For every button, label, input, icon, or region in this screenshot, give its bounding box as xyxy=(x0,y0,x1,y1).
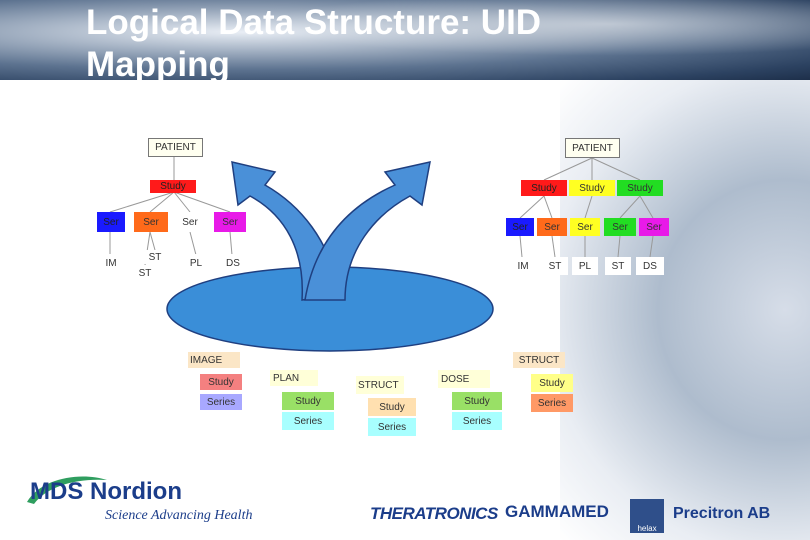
dose-study-box: Study xyxy=(452,392,502,410)
image-series-box: Series xyxy=(200,394,242,410)
right-study-box-2: Study xyxy=(569,180,615,196)
mds-nordion-logo: MDS Nordion xyxy=(30,478,182,505)
precitron-logo: Precitron AB xyxy=(673,505,771,522)
right-series-box-1: Ser xyxy=(506,218,534,236)
left-leaf-ds: DS xyxy=(220,254,246,272)
struct-mid-object-label: STRUCT xyxy=(356,376,404,394)
plan-series-box: Series xyxy=(282,412,334,430)
image-study-box: Study xyxy=(200,374,242,390)
right-leaf-im: IM xyxy=(509,257,537,275)
mds-swoosh-icon xyxy=(27,476,107,504)
right-study-box-3: Study xyxy=(617,180,663,196)
plan-object-label: PLAN xyxy=(270,370,318,386)
left-series-box-4: Ser xyxy=(214,212,246,232)
right-leaf-st-2: ST xyxy=(605,257,631,275)
image-object-label: IMAGE xyxy=(188,352,240,368)
right-leaf-ds: DS xyxy=(636,257,664,275)
left-series-box-1: Ser xyxy=(97,212,125,232)
dose-series-box: Series xyxy=(452,412,502,430)
right-series-box-5: Ser xyxy=(639,218,669,236)
plan-study-box: Study xyxy=(282,392,334,410)
struct-right-series-box: Series xyxy=(531,394,573,412)
page-title: Logical Data Structure: UID Mapping xyxy=(86,3,542,80)
theratronics-logo: THERATRONICS xyxy=(370,504,498,523)
helax-logo: helax xyxy=(630,499,664,533)
left-curved-arrow xyxy=(231,161,341,301)
title-banner xyxy=(0,0,810,80)
dose-object-label: DOSE xyxy=(438,370,490,388)
left-series-box-2: Ser xyxy=(134,212,168,232)
left-leaf-pl: PL xyxy=(183,254,209,272)
left-leaf-st-1: ST xyxy=(143,250,167,264)
right-series-box-2: Ser xyxy=(537,218,567,236)
struct-mid-series-box: Series xyxy=(368,418,416,436)
left-patient-box: PATIENT xyxy=(148,138,203,157)
right-patient-box: PATIENT xyxy=(565,138,620,158)
right-leaf-pl: PL xyxy=(572,257,598,275)
left-study-box: Study xyxy=(150,180,196,193)
right-curved-arrow xyxy=(304,161,431,301)
struct-right-object-label: STRUCT xyxy=(513,352,565,368)
right-leaf-st-1: ST xyxy=(542,257,568,275)
left-series-box-3: Ser xyxy=(174,212,206,232)
gammamed-logo: GAMMAMED xyxy=(505,502,609,521)
left-leaf-im: IM xyxy=(98,254,124,272)
left-leaf-st-2: ST xyxy=(133,265,157,281)
struct-mid-study-box: Study xyxy=(368,398,416,416)
right-study-box-1: Study xyxy=(521,180,567,196)
mds-tagline: Science Advancing Health xyxy=(105,508,253,523)
right-series-box-4: Ser xyxy=(604,218,636,236)
title-clip: Logical Data Structure: UID Mapping xyxy=(0,0,810,80)
struct-right-study-box: Study xyxy=(531,374,573,392)
right-series-box-3: Ser xyxy=(570,218,600,236)
